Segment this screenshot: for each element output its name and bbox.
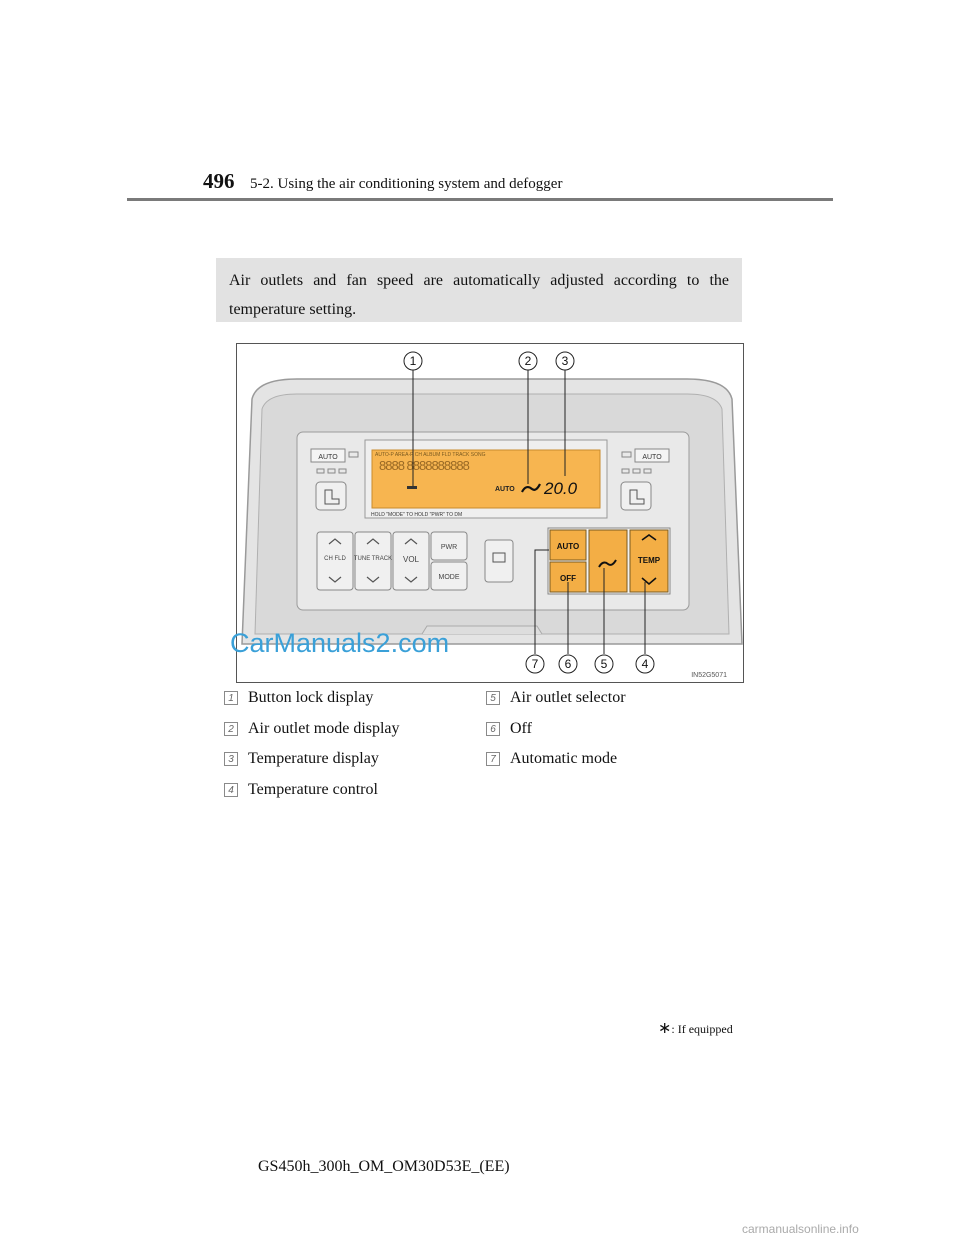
figure-code: IN52G5071 [691,672,727,679]
callout-3: 3 [562,354,569,368]
svg-text:8888 8888888888: 8888 8888888888 [379,458,470,473]
svg-text:CH FLD: CH FLD [324,556,346,562]
header-rule [127,198,833,201]
svg-text:AUTO-P AREA-P CH ALBUM FLD TRA: AUTO-P AREA-P CH ALBUM FLD TRACK SONG [375,452,486,458]
svg-text:TEMP: TEMP [638,556,661,565]
control-panel-illustration: AUTO AUTO-P AREA-P CH ALBUM FLD TRACK SO… [241,351,743,679]
svg-text:AUTO: AUTO [557,542,580,551]
callout-7: 7 [532,657,539,671]
svg-text:PWR: PWR [441,544,457,551]
callout-1: 1 [410,354,417,368]
svg-text:OFF: OFF [560,574,576,583]
asterisk-icon: ∗ [658,1020,672,1037]
right-auto-indicator [634,448,670,463]
svg-text:HOLD "MODE" TO HOLD "PWR" T: HOLD "MODE" TO HOLD "PWR" TO DM [371,512,462,518]
air-outlet-mode-symbol [521,483,541,493]
left-auto-label: AUTO [318,454,338,461]
callout-6: 6 [565,657,572,671]
svg-text:TUNE TRACK: TUNE TRACK [354,556,392,562]
page-number: 496 [203,169,235,193]
callout-5: 5 [601,657,608,671]
button-lock-symbol [407,486,417,489]
left-seat-heater-button [315,481,347,511]
lcd-auto: AUTO [495,486,515,493]
lcd-temp: 20.0 [543,479,578,498]
note-box: Air outlets and fan speed are automatica… [216,258,742,322]
callout-2: 2 [525,354,532,368]
air-outlet-selector-button [588,529,628,593]
footnote: ∗: If equipped [658,1020,733,1037]
lcd-display [371,449,601,509]
control-panel-figure: AUTO AUTO-P AREA-P CH ALBUM FLD TRACK SO… [236,343,744,683]
right-auto-label: AUTO [642,454,662,461]
watermark-carmanualsonline: carmanualsonline.info [742,1222,859,1236]
right-seat-heater-button [620,481,652,511]
svg-text:VOL: VOL [403,555,420,564]
temp-button [629,529,669,593]
left-auto-indicator [310,448,346,463]
footer-doc-code: GS450h_300h_OM_OM30D53E_(EE) [258,1158,510,1175]
watermark-carmanuals2: CarManuals2.com [230,628,450,658]
section-title: 5-2. Using the air conditioning system a… [250,176,563,192]
svg-text:MODE: MODE [439,574,460,581]
auto-button [549,529,587,561]
callout-4: 4 [642,657,649,671]
